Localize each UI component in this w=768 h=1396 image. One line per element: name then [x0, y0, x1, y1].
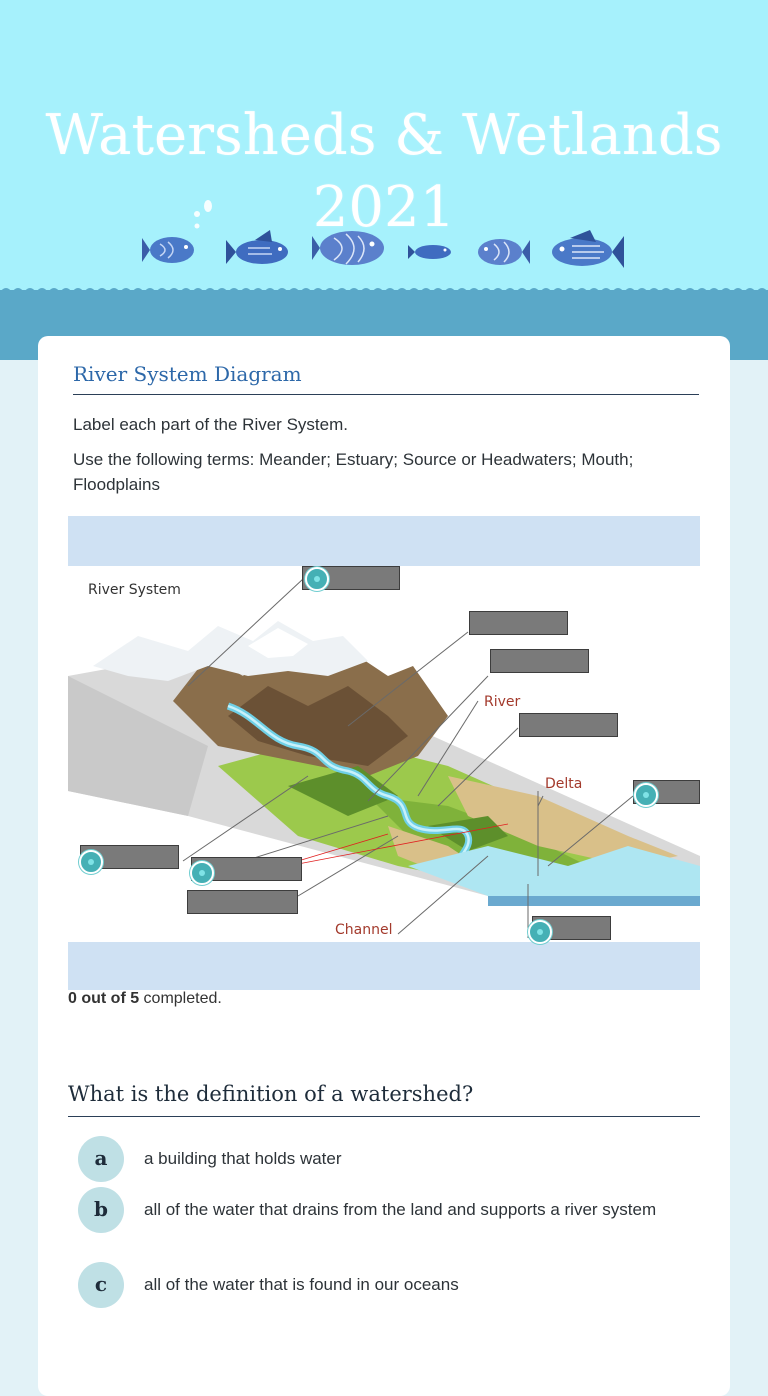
- wave-border: [0, 284, 768, 300]
- river-system-illustration: River System River Delta Channel: [68, 566, 700, 942]
- option-text: all of the water that drains from the la…: [144, 1197, 674, 1222]
- label-target-dot[interactable]: [528, 920, 552, 944]
- fish-icon: [552, 230, 624, 268]
- progress-text: 0 out of 5 completed.: [68, 990, 222, 1008]
- progress-count: 0 out of 5: [68, 990, 139, 1007]
- river-system-image: River System River Delta Channel: [68, 566, 700, 942]
- answer-option-a[interactable]: a a building that holds water: [78, 1136, 678, 1184]
- option-letter-badge: c: [78, 1262, 124, 1308]
- content-card: River System Diagram Label each part of …: [38, 336, 730, 1396]
- label-drop-box[interactable]: [187, 890, 298, 914]
- fish-icon: [312, 231, 384, 265]
- label-drop-box[interactable]: [490, 649, 589, 673]
- label-target-dot[interactable]: [634, 783, 658, 807]
- river-label: River: [484, 694, 521, 710]
- diagram-caption: River System: [88, 582, 181, 598]
- label-drop-box[interactable]: [519, 713, 618, 737]
- label-target-dot[interactable]: [79, 850, 103, 874]
- channel-label: Channel: [335, 922, 392, 938]
- fish-icon: [226, 230, 288, 264]
- label-target-dot[interactable]: [305, 567, 329, 591]
- fish-icon: [142, 237, 194, 263]
- fish-icon: [408, 245, 451, 259]
- progress-suffix: completed.: [139, 990, 222, 1007]
- option-letter-badge: a: [78, 1136, 124, 1182]
- label-target-dot[interactable]: [190, 861, 214, 885]
- option-letter-badge: b: [78, 1187, 124, 1233]
- answer-option-b[interactable]: b all of the water that drains from the …: [78, 1187, 678, 1257]
- terms-text: Use the following terms: Meander; Estuar…: [73, 447, 699, 497]
- delta-label: Delta: [545, 776, 582, 792]
- fish-icon: [478, 239, 530, 265]
- fish-decoration-row: [0, 220, 768, 280]
- header-banner: Watersheds & Wetlands 2021: [0, 0, 768, 360]
- section-title: River System Diagram: [73, 362, 699, 395]
- question-title: What is the definition of a watershed?: [68, 1082, 700, 1117]
- answer-option-c[interactable]: c all of the water that is found in our …: [78, 1262, 678, 1310]
- instruction-text: Label each part of the River System.: [73, 412, 699, 437]
- label-drop-box[interactable]: [469, 611, 568, 635]
- labeling-diagram: River System River Delta Channel: [68, 516, 700, 990]
- option-text: a building that holds water: [144, 1146, 674, 1171]
- option-text: all of the water that is found in our oc…: [144, 1272, 674, 1297]
